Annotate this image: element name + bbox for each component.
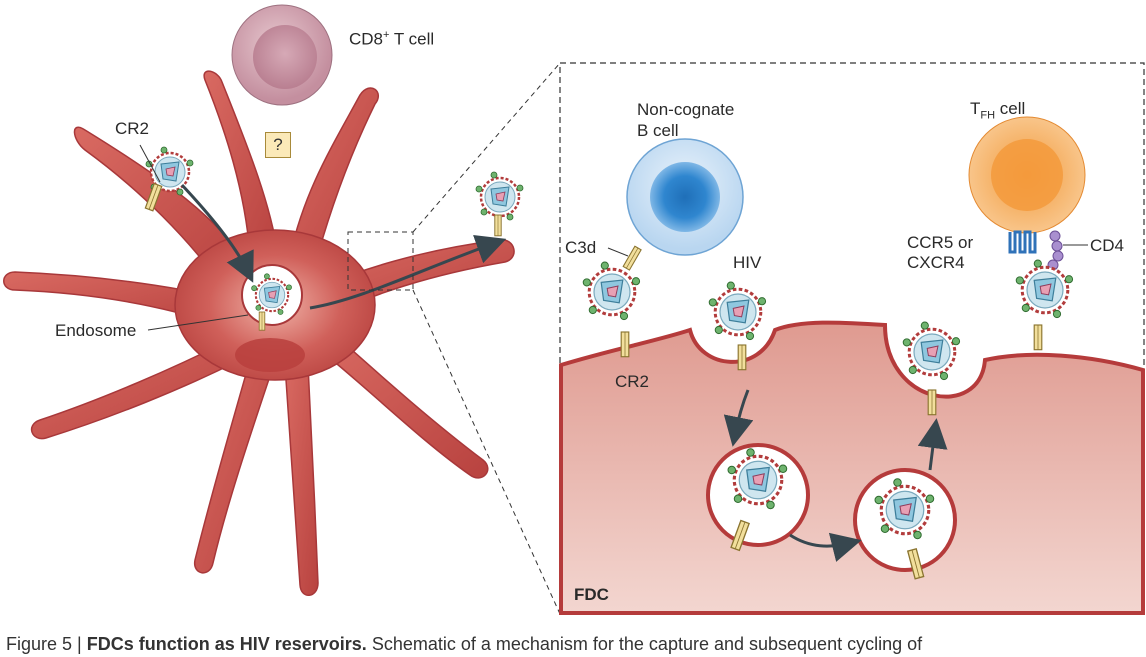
c3d-leader-line — [607, 247, 629, 257]
tfh-cell — [968, 116, 1086, 234]
zoom-box — [347, 231, 414, 291]
cd8-label: CD8+ T cell — [349, 29, 435, 49]
hiv-virion-right-arm — [474, 170, 525, 237]
ccr5-receptor — [1008, 230, 1037, 254]
question-box: ? — [265, 132, 291, 158]
fdc-cell-left — [3, 70, 515, 596]
cr2-label-left: CR2 — [115, 119, 150, 138]
cr2-label-right: CR2 — [615, 372, 650, 391]
zoom-line-top — [412, 62, 561, 233]
endosome-2 — [853, 468, 957, 580]
noncognate-label-line2: B cell — [637, 121, 679, 140]
cr2-leader-line — [139, 144, 161, 183]
hiv-label: HIV — [733, 253, 762, 272]
noncognate-label-line1: Non-cognate — [637, 100, 735, 119]
endosome-1 — [706, 443, 810, 552]
arrow-internalize — [723, 389, 754, 447]
c3d-label: C3d — [565, 238, 597, 257]
cd8-t-cell — [231, 4, 333, 106]
ccr5-label-line2: CXCR4 — [907, 253, 965, 272]
arrow-return — [917, 418, 948, 471]
zoom-line-bottom — [412, 289, 561, 615]
endosome-leader-line — [147, 314, 249, 331]
arrow-recycle — [309, 234, 507, 310]
tfh-label: TFH cell — [970, 99, 1026, 122]
endosome-label: Endosome — [55, 321, 137, 340]
b-cell — [626, 138, 744, 256]
arrow-traffic — [789, 532, 862, 562]
arrow-capture — [180, 183, 254, 283]
cd4-label: CD4 — [1090, 236, 1125, 255]
ccr5-label-line1: CCR5 or — [907, 233, 974, 252]
figure-caption: Figure 5 | FDCs function as HIV reservoi… — [6, 634, 923, 654]
fdc-label: FDC — [574, 585, 609, 604]
cd4-receptor — [1047, 230, 1064, 271]
